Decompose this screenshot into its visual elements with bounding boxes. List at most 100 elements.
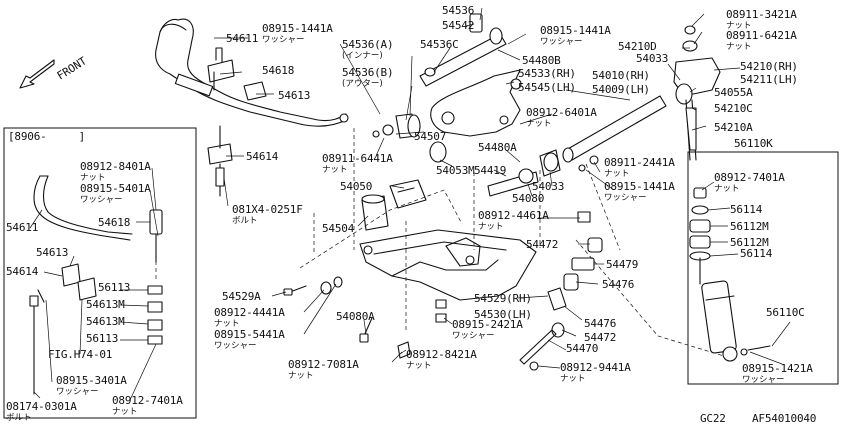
part-note-label: ナット — [322, 165, 348, 175]
callout-c4: 54613 — [278, 89, 310, 102]
callout-c75: 56114 — [740, 247, 773, 260]
inset-box-left — [3, 127, 197, 419]
upper-arm-shaft — [419, 13, 507, 87]
part-number-label: 54080A — [336, 310, 375, 323]
part-number-label: 54507 — [414, 130, 446, 143]
callout-c66: 56113 — [86, 332, 118, 345]
part-number-label: 54476 — [584, 317, 616, 330]
part-note-label: ナット — [214, 319, 240, 329]
part-number-label: 56112M — [730, 220, 769, 233]
part-number-label: 54080 — [512, 192, 544, 205]
part-number-label: 54050 — [340, 180, 372, 193]
part-number-label: 54536(A) — [342, 38, 393, 51]
part-note-label: ワッシャー — [262, 35, 305, 45]
inset-box-right — [687, 151, 839, 385]
part-note-label: ワッシャー — [452, 331, 495, 341]
front-label: FRONT — [55, 54, 90, 82]
part-number-label: 56113 — [86, 332, 118, 345]
callout-labels: 08915-1441A ワッシャー 54611 54618 54613 54614 081X… — [6, 4, 813, 423]
part-number-label: 08911-6421A — [726, 29, 797, 42]
part-number-label: 54545(LH) — [518, 81, 576, 94]
part-number-label: 54613 — [36, 246, 68, 259]
part-note-label: ナット — [288, 371, 314, 381]
shock-absorber — [689, 187, 771, 362]
torsion-bar-anchor — [673, 25, 721, 161]
reference-lines — [155, 128, 725, 357]
part-note-label: ワッシャー — [56, 387, 99, 397]
callout-c43: 54476 — [602, 278, 634, 291]
callout-c33: 54210D — [618, 40, 657, 53]
part-number-label: 54536(B) — [342, 66, 393, 79]
part-note-label: ナット — [526, 119, 552, 129]
part-number-label: 08915-5401A — [80, 182, 151, 195]
front-arrow-icon — [19, 59, 55, 89]
stabilizer-bar-main — [155, 18, 349, 127]
part-number-label: 54033 — [532, 180, 564, 193]
part-note-label: ナット — [726, 42, 752, 52]
callout-c17: 54009(LH) — [592, 83, 650, 96]
callout-c48: 54529(RH) — [474, 292, 532, 305]
footer-code-left: GC22 — [700, 412, 726, 425]
callout-c5: 54614 — [246, 150, 279, 163]
part-number-label: 08912-4441A — [214, 306, 285, 319]
part-number-label: 08912-7081A — [288, 358, 359, 371]
part-number-label: 08911-2441A — [604, 156, 675, 169]
callout-c11: 54542 — [442, 19, 474, 32]
callout-c53: 54470 — [566, 342, 598, 355]
callout-c63: 56113 — [98, 281, 130, 294]
part-number-label: 54480A — [478, 141, 517, 154]
part-note-label: ワッシャー — [604, 193, 647, 203]
inset-stabilizer-bar — [29, 175, 163, 395]
part-note-label: ワッシャー — [214, 341, 257, 351]
leader-lines — [29, 7, 791, 401]
callout-c14: 54533(RH) — [518, 67, 576, 80]
part-number-label: 56114 — [730, 203, 763, 216]
part-number-label: 54472 — [526, 238, 558, 251]
part-number-label: 08915-3401A — [56, 374, 127, 387]
part-number-label: 08915-1441A — [540, 24, 611, 37]
callout-c21: 54480A — [478, 141, 517, 154]
part-number-label: 54613M — [86, 298, 125, 311]
callout-c73: 56112M — [730, 220, 769, 233]
callout-c15: 54545(LH) — [518, 81, 576, 94]
callout-c47: 54080A — [336, 310, 375, 323]
part-number-label: 54536 — [442, 4, 474, 17]
callout-c2: 54611 — [226, 32, 258, 45]
ball-joint-cap — [429, 141, 447, 163]
part-number-label: 54614 — [6, 265, 39, 278]
part-number-label: 54533(RH) — [518, 67, 576, 80]
callout-c72: 56114 — [730, 203, 763, 216]
part-number-label: 54530(LH) — [474, 308, 532, 321]
part-note-label: ナット — [604, 169, 630, 179]
callout-c74: 56112M — [730, 236, 769, 249]
callout-c49: 54530(LH) — [474, 308, 532, 321]
callout-c18: 54507 — [414, 130, 446, 143]
part-number-label: 54210C — [714, 102, 753, 115]
part-number-label: 08912-7401A — [714, 171, 785, 184]
callout-c22: 54053M — [436, 164, 475, 177]
callout-c24: 54050 — [340, 180, 372, 193]
callout-c34: 54033 — [636, 52, 668, 65]
part-number-label: 54618 — [262, 64, 294, 77]
part-number-label: 56110C — [766, 306, 805, 319]
strut-rod — [519, 329, 557, 371]
part-number-label: FIG.H74-01 — [48, 348, 112, 361]
part-number-label: 08174-0301A — [6, 400, 77, 413]
callout-c35: 54210(RH) — [740, 60, 798, 73]
part-number-label: 08912-4461A — [478, 209, 549, 222]
part-number-label: 54613 — [278, 89, 310, 102]
callout-c16: 54010(RH) — [592, 69, 650, 82]
callout-c7: 54536(A)(インナー) — [342, 38, 394, 61]
